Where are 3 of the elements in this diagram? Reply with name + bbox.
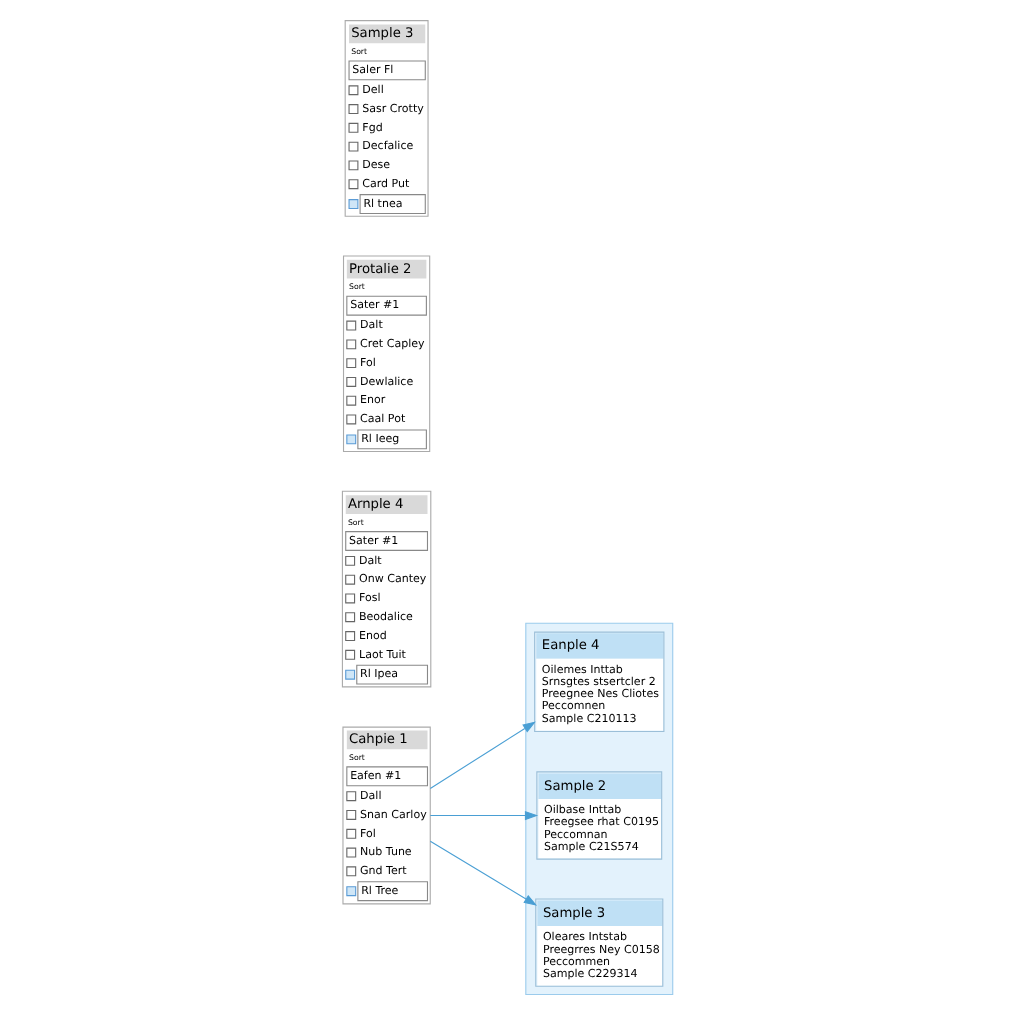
arrow bbox=[429, 810, 539, 821]
arrow bbox=[429, 721, 536, 790]
arrow bbox=[429, 840, 538, 906]
